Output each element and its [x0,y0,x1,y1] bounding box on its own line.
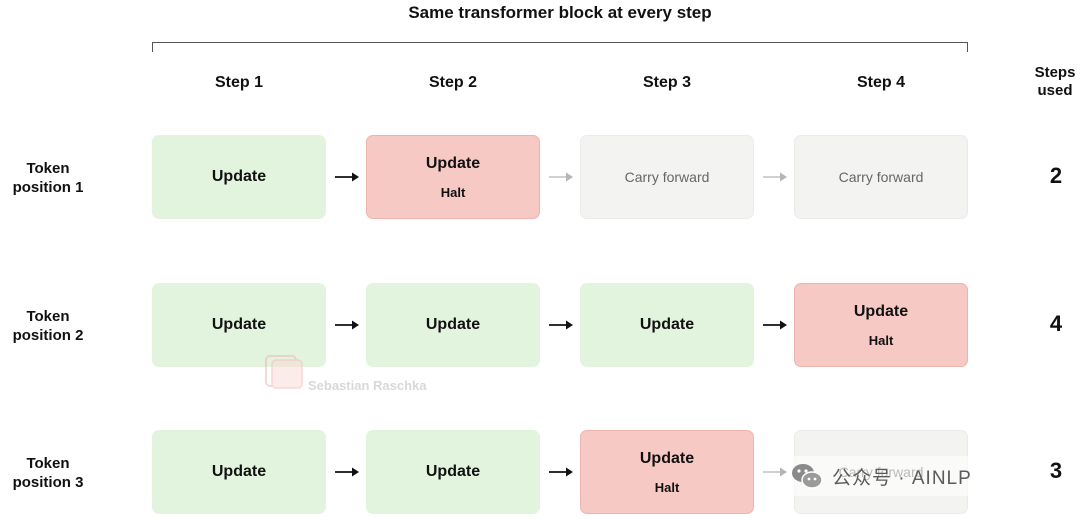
watermark-logo-icon [265,354,303,389]
cell-action-label: Update [853,302,909,320]
row-label-2: Token position 2 [12,308,84,344]
cell-r2-s2-update: Update [366,283,540,367]
cell-halt-label: Halt [654,479,680,495]
cell-halt-label: Halt [440,184,466,200]
cell-action-label: Carry forward [838,169,924,185]
cell-r3-s2-update: Update [366,430,540,514]
step-header-4: Step 4 [856,74,905,91]
cell-r1-s3-carry: Carry forward [580,135,754,219]
cell-r3-s1-update: Update [152,430,326,514]
diagram-title: Same transformer block at every step [408,3,712,22]
cell-r1-s1-update: Update [152,135,326,219]
cell-r1-s4-carry: Carry forward [794,135,968,219]
steps-used-header: Steps used [1020,64,1080,100]
cell-action-label: Carry forward [624,169,710,185]
arrow-r1-s1-to-s2-icon [335,172,359,182]
cell-halt-label: Halt [868,332,894,348]
cell-action-label: Update [639,449,695,467]
steps-bracket [152,42,968,52]
wechat-overlay: 公众号 · AINLP [790,456,978,496]
wechat-icon [792,464,823,489]
row-label-1: Token position 1 [12,160,84,196]
steps-used-count-1: 2 [1049,163,1063,188]
step-header-3: Step 3 [642,74,691,91]
arrow-r1-s2-to-s3-icon [549,172,573,182]
cell-action-label: Update [425,316,481,333]
author-watermark: Sebastian Raschka [264,350,427,393]
step-header-2: Step 2 [428,74,477,91]
arrow-r2-s3-to-s4-icon [763,320,787,330]
steps-used-count-2: 4 [1049,311,1063,336]
watermark-text: Sebastian Raschka [308,378,427,393]
arrow-r3-s2-to-s3-icon [549,467,573,477]
row-label-3: Token position 3 [12,455,84,491]
arrow-r3-s1-to-s2-icon [335,467,359,477]
steps-used-count-3: 3 [1049,458,1063,483]
cell-action-label: Update [425,154,481,172]
cell-action-label: Update [211,168,267,185]
step-header-1: Step 1 [214,74,263,91]
cell-action-label: Update [211,316,267,333]
cell-action-label: Update [211,463,267,480]
steps-used-label: Steps used [1034,64,1076,99]
cell-action-label: Update [639,316,695,333]
arrow-r2-s1-to-s2-icon [335,320,359,330]
cell-r2-s3-update: Update [580,283,754,367]
arrow-r2-s2-to-s3-icon [549,320,573,330]
cell-r2-s1-update: Update [152,283,326,367]
arrow-r3-s3-to-s4-icon [763,467,787,477]
cell-action-label: Update [425,463,481,480]
arrow-r1-s3-to-s4-icon [763,172,787,182]
wechat-overlay-text: 公众号 · AINLP [832,467,972,489]
